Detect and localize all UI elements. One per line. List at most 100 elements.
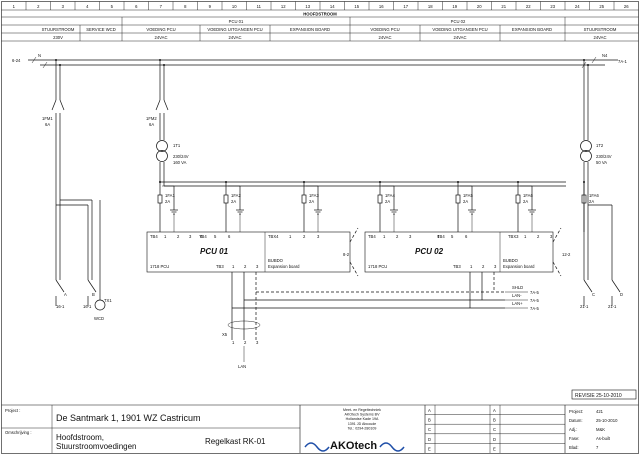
breaker-1fm1: 1FM1 6A bbox=[42, 99, 65, 190]
svg-text:3: 3 bbox=[317, 234, 320, 239]
rev-letter: E bbox=[493, 446, 496, 451]
svg-text:TX1: TX1 bbox=[104, 298, 112, 303]
svg-text:2: 2 bbox=[537, 234, 540, 239]
column-number: 13 bbox=[305, 4, 310, 9]
svg-text:2: 2 bbox=[482, 264, 485, 269]
svg-text:3: 3 bbox=[256, 340, 259, 345]
fuse-blocks: 1FA12A1FA22A1FA32A1FA42A1FA52A1FA62A1FA6… bbox=[157, 181, 599, 232]
rev-letter: E bbox=[428, 446, 431, 451]
svg-text:1: 1 bbox=[232, 264, 235, 269]
column-number: 5 bbox=[111, 4, 114, 9]
company-line: AKOtech Systems BV bbox=[345, 413, 381, 417]
column-number: 15 bbox=[354, 4, 359, 9]
svg-text:3: 3 bbox=[189, 234, 192, 239]
svg-text:2A: 2A bbox=[165, 199, 170, 204]
info-value: 25-10-2010 bbox=[596, 418, 618, 423]
svg-text:BUBDO: BUBDO bbox=[503, 258, 519, 263]
svg-text:21-1: 21-1 bbox=[608, 304, 617, 309]
column-number: 10 bbox=[232, 4, 237, 9]
column-number: 21 bbox=[501, 4, 506, 9]
svg-text:2: 2 bbox=[303, 234, 306, 239]
header-voeding-uitgangen-2: VOEDING UITGANGEN PCU bbox=[432, 27, 487, 32]
company-line: Meet- en Regeltechniek bbox=[343, 408, 381, 412]
rev-letter: B bbox=[428, 418, 431, 423]
svg-text:TB3: TB3 bbox=[216, 264, 224, 269]
svg-text:8-2: 8-2 bbox=[343, 252, 350, 257]
info-value: 421 bbox=[596, 409, 604, 414]
lan-wiring: X5 1 2 3 LAN bbox=[222, 272, 505, 369]
svg-text:PCU 01: PCU 01 bbox=[200, 247, 229, 256]
project-label: Project : bbox=[5, 408, 20, 413]
header-service-wcd: SERVICE WCD bbox=[86, 27, 115, 32]
svg-text:X5: X5 bbox=[222, 332, 228, 337]
svg-text:1FA1: 1FA1 bbox=[165, 193, 175, 198]
svg-text:2A: 2A bbox=[589, 199, 594, 204]
svg-text:5: 5 bbox=[214, 234, 217, 239]
svg-text:160 VA: 160 VA bbox=[173, 160, 187, 165]
column-number: 22 bbox=[526, 4, 531, 9]
info-key: Project: bbox=[569, 409, 583, 414]
socket-wcd bbox=[94, 299, 106, 311]
info-key: Fase: bbox=[569, 436, 579, 441]
rev-letter: D bbox=[428, 437, 431, 442]
svg-text:50 VA: 50 VA bbox=[596, 160, 607, 165]
svg-text:3: 3 bbox=[550, 234, 553, 239]
svg-text:16-1: 16-1 bbox=[56, 304, 65, 309]
column-number: 24 bbox=[575, 4, 580, 9]
svg-text:2A: 2A bbox=[523, 199, 528, 204]
column-number: 1 bbox=[13, 4, 16, 9]
header-voeding-pcu-1: VOEDING PCU bbox=[146, 27, 175, 32]
svg-text:TB4: TB4 bbox=[199, 234, 207, 239]
svg-text:B: B bbox=[92, 292, 95, 297]
svg-text:2: 2 bbox=[177, 234, 180, 239]
column-number: 4 bbox=[86, 4, 89, 9]
revision-text: REVISIE 25-10-2010 bbox=[575, 393, 622, 399]
svg-text:16-1: 16-1 bbox=[83, 304, 92, 309]
column-number: 2 bbox=[37, 4, 40, 9]
column-number: 25 bbox=[599, 4, 604, 9]
cabinet-label: Regelkast RK-01 bbox=[205, 437, 266, 446]
svg-text:D: D bbox=[620, 292, 623, 297]
column-number: 11 bbox=[257, 4, 262, 9]
header-voeding-uitgangen-1-sub: 24VAC bbox=[229, 35, 242, 40]
header-voeding-pcu-2-sub: 24VAC bbox=[379, 35, 392, 40]
header-stuurstroom-1-sub: 230V bbox=[53, 35, 63, 40]
company-line: Hollandse Kade 19A bbox=[346, 417, 379, 421]
svg-text:Expansion board: Expansion board bbox=[268, 264, 300, 269]
svg-text:TB4: TB4 bbox=[368, 234, 376, 239]
column-number: 18 bbox=[428, 4, 433, 9]
svg-text:1FA6: 1FA6 bbox=[589, 193, 599, 198]
svg-text:1FA5: 1FA5 bbox=[463, 193, 473, 198]
svg-text:1: 1 bbox=[232, 340, 235, 345]
header-stuurstroom-2: STUURSTROOM bbox=[584, 27, 617, 32]
supply-left-n: N bbox=[38, 53, 41, 58]
info-key: Datum: bbox=[569, 418, 583, 423]
svg-text:BUBDO: BUBDO bbox=[268, 258, 284, 263]
svg-text:4: 4 bbox=[437, 234, 440, 239]
header-main: HOOFDSTROOM bbox=[303, 12, 337, 17]
svg-text:2A: 2A bbox=[309, 199, 314, 204]
svg-text:1FM1: 1FM1 bbox=[42, 116, 53, 121]
svg-text:1718 PCU: 1718 PCU bbox=[368, 264, 387, 269]
svg-text:1FA2: 1FA2 bbox=[231, 193, 241, 198]
column-number: 23 bbox=[550, 4, 555, 9]
header-pcu02: PCU 02 bbox=[451, 19, 466, 24]
svg-text:TB4: TB4 bbox=[150, 234, 158, 239]
svg-text:1: 1 bbox=[470, 264, 473, 269]
rev-letter: C bbox=[428, 427, 431, 432]
svg-text:230/24V: 230/24V bbox=[173, 154, 189, 159]
svg-text:6: 6 bbox=[465, 234, 468, 239]
left-contacts: A B 16-1 16-1 WCD TX1 bbox=[55, 190, 112, 321]
header-voeding-pcu-2: VOEDING PCU bbox=[370, 27, 399, 32]
svg-text:5: 5 bbox=[451, 234, 454, 239]
svg-text:TB3: TB3 bbox=[453, 264, 461, 269]
svg-text:6: 6 bbox=[228, 234, 231, 239]
column-number: 20 bbox=[477, 4, 482, 9]
info-value: 7 bbox=[596, 445, 599, 450]
svg-text:LAN+: LAN+ bbox=[512, 301, 523, 306]
